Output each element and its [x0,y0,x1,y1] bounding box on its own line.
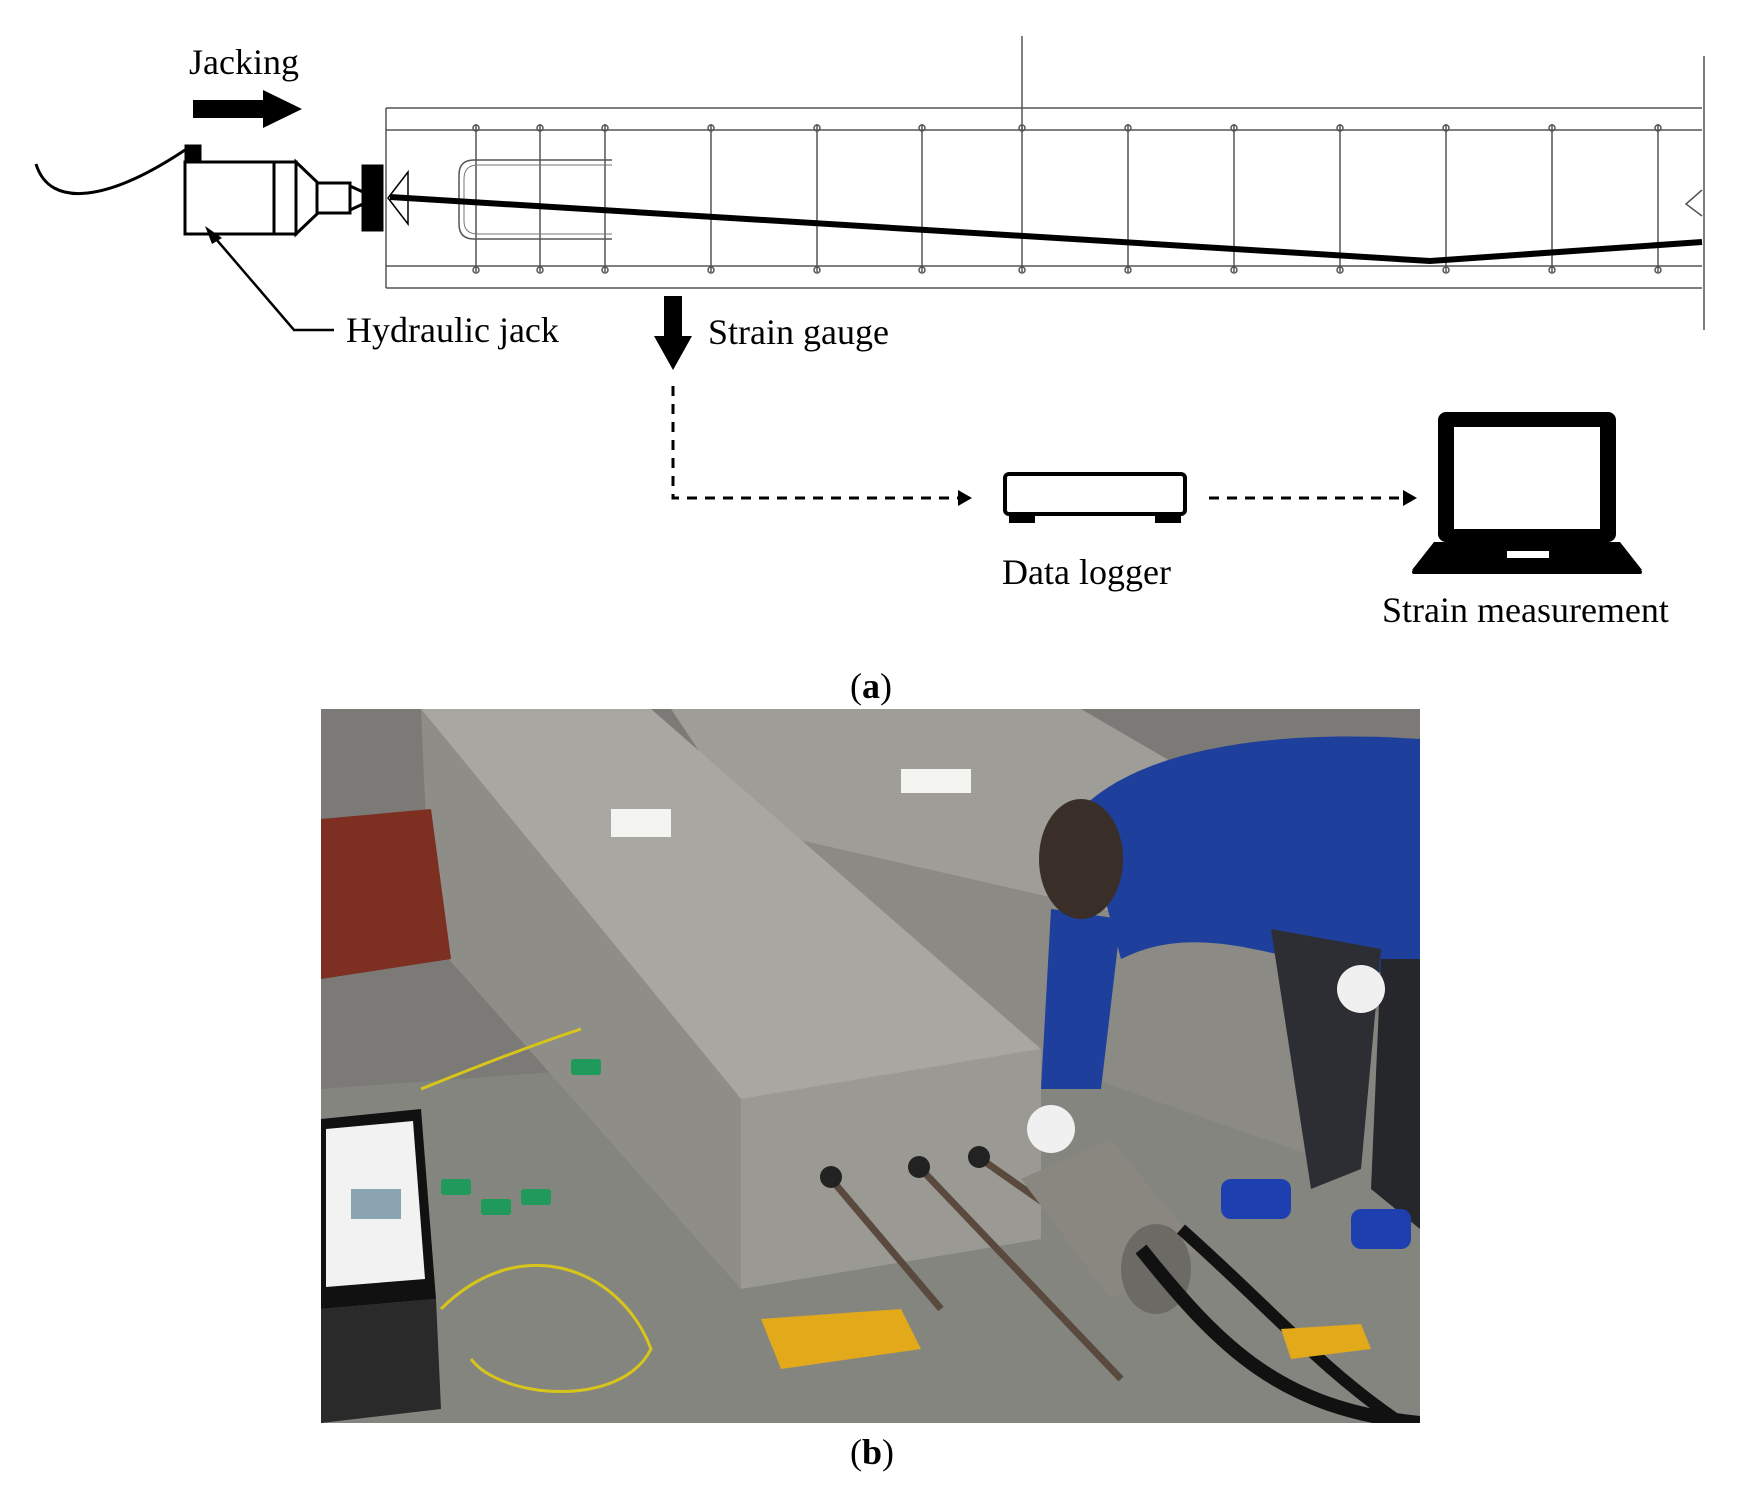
rebar-dot [707,266,715,274]
strain-gauge-label: Strain gauge [708,312,889,352]
rebar-dot [813,266,821,274]
rebar-dot [1442,124,1450,132]
jacking-label: Jacking [189,42,299,82]
rebar-dot [918,266,926,274]
rebar-dot [1548,266,1556,274]
caption-a: (a) [850,666,892,706]
beam-outline [385,36,1705,330]
rebar-dot [918,124,926,132]
laptop-icon [1412,412,1642,574]
hydraulic-hose [34,148,186,195]
concrete-beam [421,709,1041,1099]
rebar-dot [1548,124,1556,132]
rebar-dot [1230,266,1238,274]
rebar-dot [1336,266,1344,274]
test-setup-photo [321,709,1420,1423]
rebar-dot [536,266,544,274]
hydraulic-jack [1021,1139,1420,1423]
strain-measurement-label: Strain measurement [1382,590,1669,630]
rebar-dot [1018,124,1026,132]
data-logger-label: Data logger [1002,552,1171,592]
anchor-reinforcement [458,159,612,240]
strain-wires [420,1027,653,1393]
rebar-dot [601,124,609,132]
strain-gauge-arrow [654,296,692,370]
hydraulic-jack-icon [183,144,409,238]
wire-tags [441,1059,601,1215]
jack-pointer-line [209,231,334,332]
hydraulic-jack-label: Hydraulic jack [346,310,559,350]
worker [1027,736,1420,1249]
rebar-dot [1442,266,1450,274]
rebar-dot [1336,124,1344,132]
prestressing-tendon [389,194,1703,265]
tensioning-diagram [34,36,1705,574]
lab-laptop [321,1109,441,1423]
rebar-dot [1124,266,1132,274]
rebar-dot [1124,124,1132,132]
rebar-dot [1018,266,1026,274]
rebar-dot [813,124,821,132]
caption-b: (b) [850,1432,895,1472]
rebar-dot [1230,124,1238,132]
rebar-dot [1654,124,1662,132]
reaction-frame [321,809,451,979]
gauge-to-logger-line [671,386,958,500]
rebar-dot [707,124,715,132]
rebar-dot [1654,266,1662,274]
rebar-dot [601,266,609,274]
rebar-dot [536,124,544,132]
beam-stirrups [472,124,1662,274]
data-logger-icon [1003,472,1187,523]
jacking-arrow [193,90,302,128]
rebar-dot [472,124,480,132]
rebar-dot [472,266,480,274]
